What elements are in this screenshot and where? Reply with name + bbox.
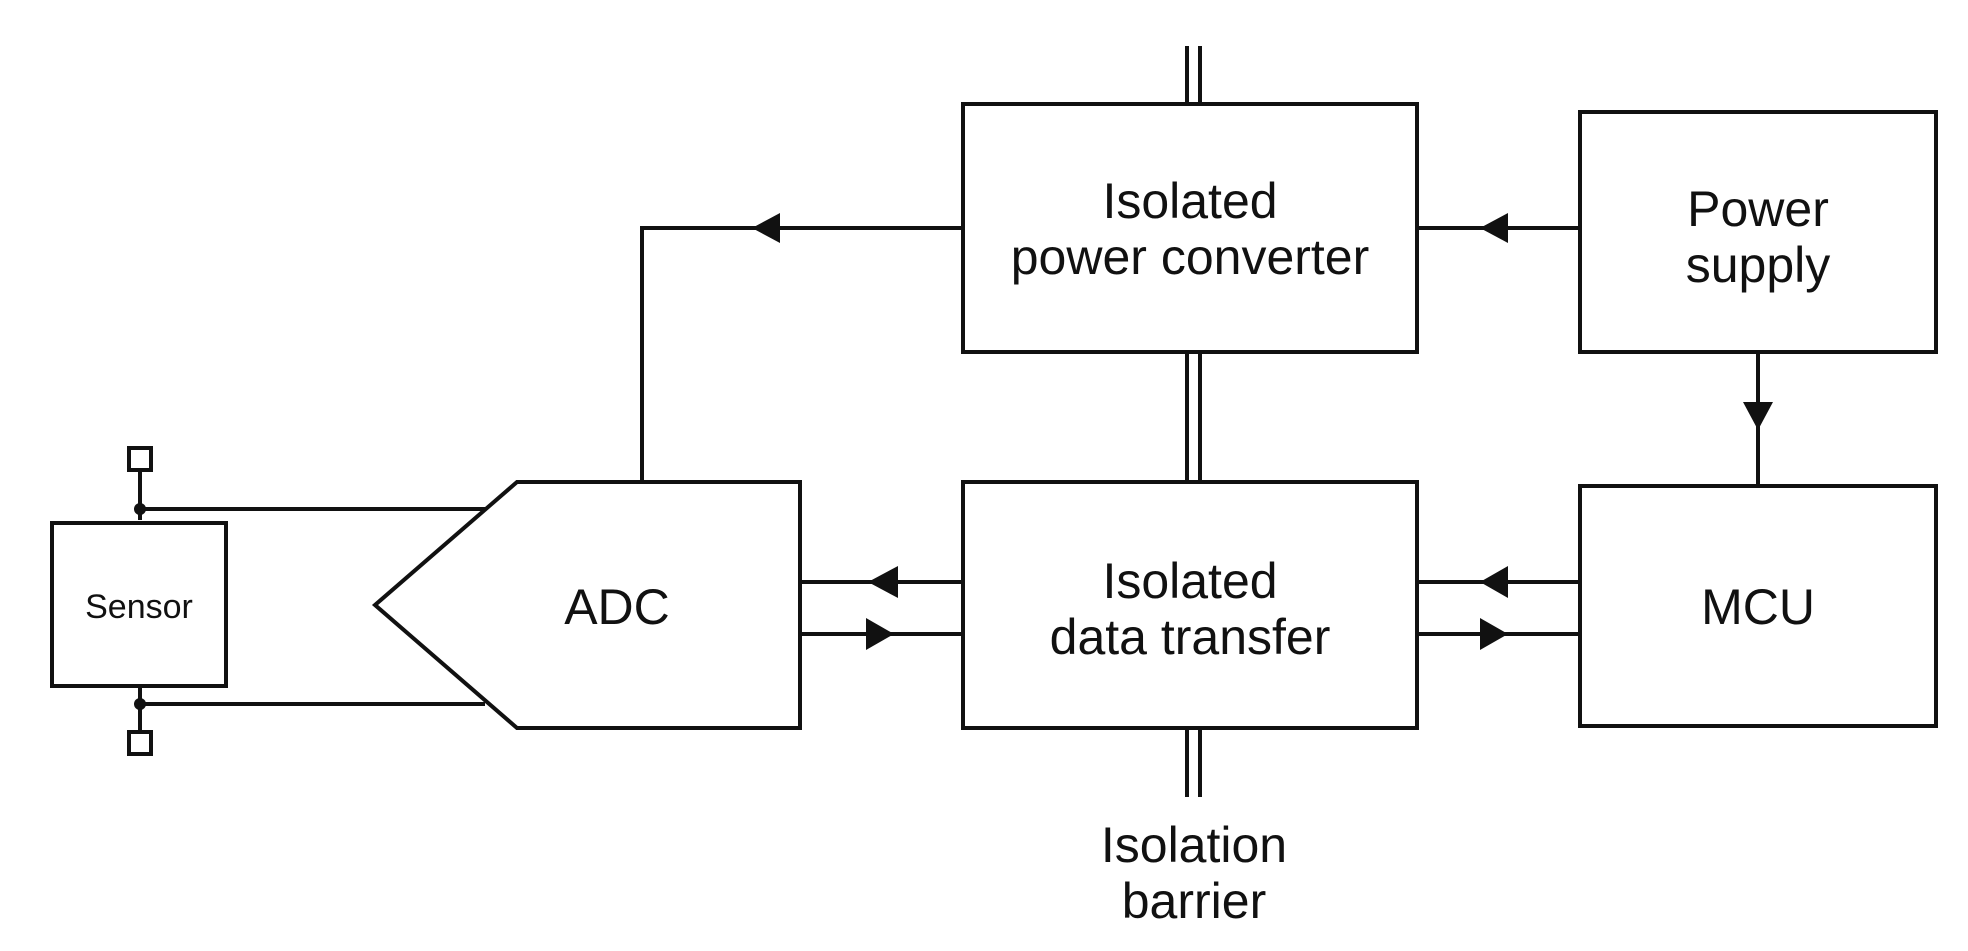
- isolated-data-transfer-label-line2: data transfer: [1050, 609, 1331, 665]
- isolated-power-converter-label-line1: Isolated: [1102, 173, 1277, 229]
- sensor-bottom-terminal: [127, 730, 153, 756]
- arrow-adc-to-datatransfer: [866, 618, 894, 650]
- isolated-power-converter-label-line2: power converter: [1011, 229, 1370, 285]
- arrow-mcu-to-datatransfer: [1480, 566, 1508, 598]
- adc-label: ADC: [564, 579, 670, 635]
- sensor-block: [50, 521, 228, 688]
- isolated-data-transfer-label-line1: Isolated: [1102, 553, 1277, 609]
- power-supply-label-line2: supply: [1686, 237, 1831, 293]
- arrow-converter-to-adc: [752, 213, 780, 243]
- mcu-label: MCU: [1701, 579, 1815, 635]
- sensor-label: Sensor: [85, 588, 193, 626]
- power-supply-block: [1578, 110, 1938, 354]
- isolated-power-converter-block: [961, 102, 1419, 354]
- isolation-barrier-label-line2: barrier: [1122, 873, 1266, 929]
- arrow-datatransfer-to-mcu: [1480, 618, 1508, 650]
- sensor-top-terminal: [127, 446, 153, 472]
- wire-sensor-top: [138, 468, 485, 511]
- mcu-block: [1578, 484, 1938, 728]
- power-supply-label-line1: Power: [1687, 181, 1829, 237]
- arrow-supply-to-mcu: [1743, 402, 1773, 430]
- isolated-data-transfer-block: [961, 480, 1419, 730]
- arrow-supply-to-converter: [1480, 213, 1508, 243]
- sensor-top-junction-dot: [134, 503, 146, 515]
- adc-block: [371, 480, 802, 730]
- sensor-bottom-junction-dot: [134, 698, 146, 710]
- arrow-datatransfer-to-adc: [868, 566, 898, 598]
- isolation-barrier-label-line1: Isolation: [1101, 817, 1287, 873]
- isolation-barrier-lines: [1185, 46, 1202, 797]
- wire-converter-to-adc: [640, 226, 963, 482]
